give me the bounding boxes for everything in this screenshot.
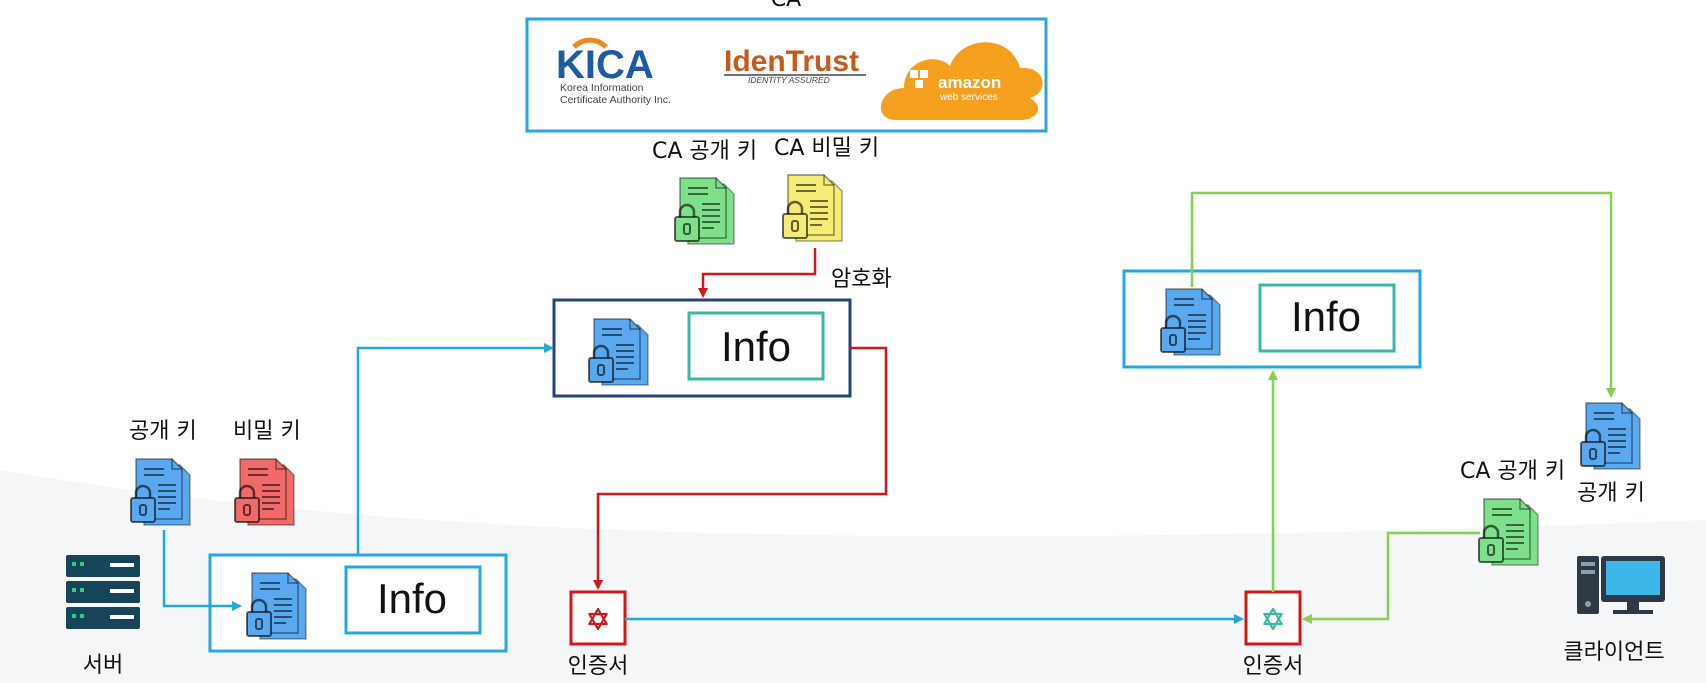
- client-computer-icon: [1577, 556, 1665, 614]
- arrow-server-key-to-info: [162, 530, 242, 611]
- certificate-received-label: 인증서: [1243, 654, 1304, 679]
- ca-title: CA: [771, 0, 801, 12]
- ca-private-key-icon: [781, 173, 844, 243]
- server-info-inner: [344, 565, 482, 635]
- certificate-issued-label: 인증서: [568, 654, 629, 679]
- aws-line2: web services: [939, 92, 998, 103]
- server-public-key-icon: [129, 457, 192, 527]
- ca-public-key-label: CA 공개 키: [652, 139, 757, 164]
- center-public-key-icon: [587, 317, 650, 387]
- arrow-server-info-to-ca: [356, 343, 554, 555]
- server-public-key-label: 공개 키: [129, 419, 197, 444]
- client-public-key-label: 공개 키: [1577, 481, 1645, 506]
- arrow-sign: [593, 346, 888, 590]
- client-info-inner: [1258, 283, 1396, 353]
- ca-public-key-icon: [673, 176, 736, 246]
- identrust-logo-text: IdenTrust: [724, 45, 859, 78]
- kica-logo-text: KICA: [556, 43, 654, 87]
- kica-logo: KICA Korea Information Certificate Autho…: [556, 37, 671, 106]
- kica-line1: Korea Information: [560, 82, 644, 94]
- server-icon: [66, 555, 140, 629]
- certificate-received: [1244, 590, 1302, 646]
- client-public-key-icon: [1579, 401, 1642, 471]
- client-label: 클라이언트: [1563, 640, 1664, 665]
- encrypt-label: 암호화: [831, 267, 892, 292]
- server-info-text: Info: [377, 575, 447, 622]
- server-label: 서버: [83, 653, 123, 678]
- certificate-issued: [569, 590, 627, 646]
- arrow-ca-key-to-cert: [1302, 531, 1480, 624]
- center-info-inner: [687, 311, 825, 381]
- center-info-text: Info: [721, 323, 791, 370]
- client-ca-public-key-label: CA 공개 키: [1460, 459, 1565, 484]
- server-info-public-key-icon: [245, 571, 308, 641]
- identrust-tagline: IDENTITY ASSURED: [748, 75, 830, 85]
- kica-line2: Certificate Authority Inc.: [560, 94, 671, 106]
- server-private-key-label: 비밀 키: [233, 419, 301, 444]
- client-info-text: Info: [1291, 293, 1361, 340]
- server-private-key-icon: [233, 457, 296, 527]
- client-ca-public-key-icon: [1477, 497, 1540, 567]
- aws-line1: amazon: [938, 73, 1001, 92]
- client-info-public-key-icon: [1159, 287, 1222, 357]
- arrow-extract-public-key: [1190, 191, 1616, 398]
- ca-private-key-label: CA 비밀 키: [774, 136, 879, 161]
- aws-logo: amazon web services: [880, 42, 1043, 120]
- identrust-logo: IdenTrust IDENTITY ASSURED: [724, 45, 866, 85]
- arrow-encrypt: [698, 248, 817, 298]
